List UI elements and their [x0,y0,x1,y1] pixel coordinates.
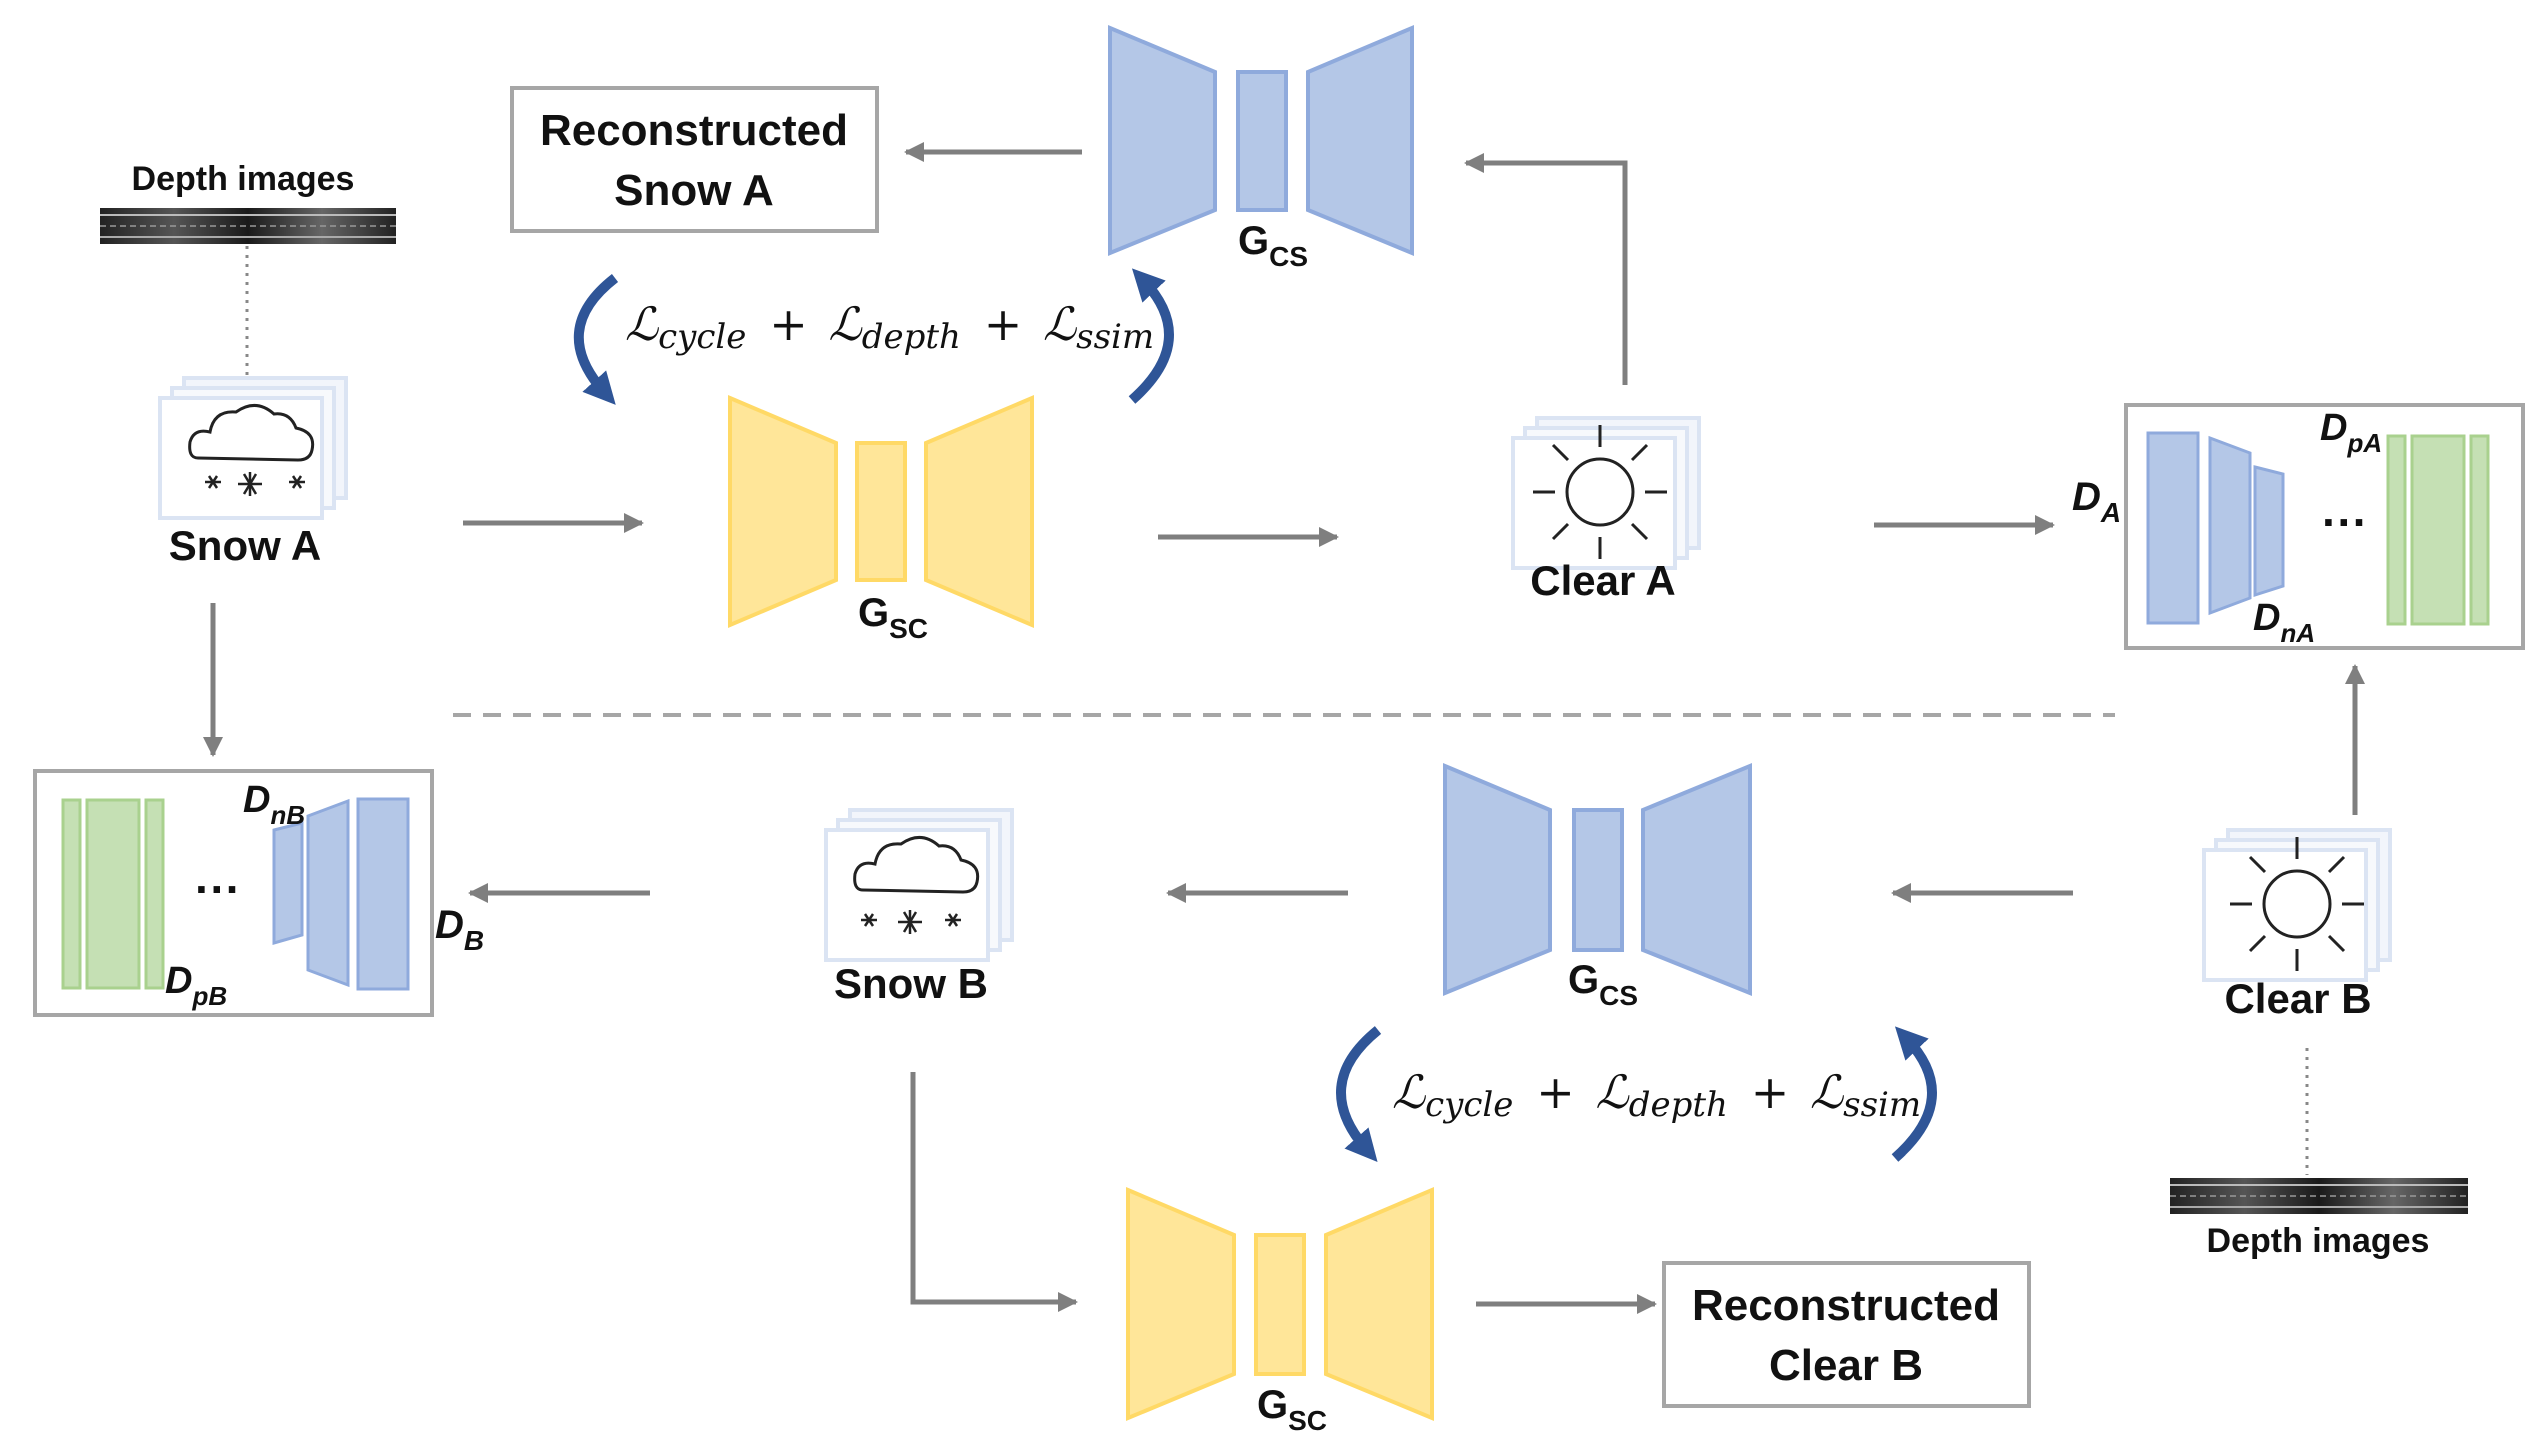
loss-top: ℒcycle + ℒdepth + ℒssim [573,268,1174,405]
arrow-snow-b-to-gsc [910,1072,1078,1312]
dnb-label: DnB [243,779,305,830]
reconstructed-clear-b-line1: Reconstructed [1692,1281,2000,1330]
discriminator-b-box: ··· DnB DpB [33,769,434,1017]
dpa-label: DpA [2320,407,2382,458]
snow-cloud-icon [188,404,315,496]
loss-bottom-formula: ℒcycle + ℒdepth + ℒssim [1392,1065,1921,1126]
gcs-bottom-label: GCS [1568,958,1638,1011]
depth-images-label-top: Depth images [132,160,355,198]
loss-bottom: ℒcycle + ℒdepth + ℒssim [1336,1026,1937,1163]
curved-arrow-right-top [1128,268,1174,404]
sun-icon [1533,425,1667,559]
reconstructed-snow-a-line1: Reconstructed [540,106,848,155]
dna-label: DnA [2253,597,2315,648]
snow-cloud-icon [853,836,980,934]
snow-b-stack: Snow B [824,808,1014,1007]
reconstructed-clear-b-line2: Clear B [1769,1341,1923,1390]
generator-gsc-bottom: GSC [1126,1186,1434,1436]
gcs-top-label: GCS [1238,219,1308,272]
reconstructed-snow-a-line2: Snow A [614,166,774,215]
curved-arrow-left-bottom [1336,1026,1382,1163]
generator-gcs-top: GCS [1108,24,1414,272]
da-dots: ··· [2322,496,2368,548]
clear-a-stack: Clear A [1511,416,1701,604]
generator-gsc-top: GSC [728,394,1034,644]
reconstructed-clear-b-box: Reconstructed Clear B [1662,1261,2031,1408]
da-label: DA [2072,475,2121,528]
snow-a-stack: Snow A [158,376,348,569]
depth-images-top: Depth images [100,160,396,375]
curved-arrow-left-top [573,274,619,405]
snow-a-label: Snow A [169,522,321,569]
gsc-top-label: GSC [858,591,928,644]
clear-b-label: Clear B [2224,975,2371,1022]
loss-top-formula: ℒcycle + ℒdepth + ℒssim [625,297,1154,358]
arrow-clear-a-to-gcs [1464,153,1628,385]
snow-b-label: Snow B [834,960,988,1007]
clear-b-stack: Clear B [2202,828,2392,1022]
gsc-bottom-label: GSC [1257,1383,1327,1436]
depth-images-bottom: Depth images [2170,1048,2468,1260]
sun-icon [2230,837,2364,971]
clear-a-label: Clear A [1530,557,1676,604]
curved-arrow-right-bottom [1891,1026,1937,1162]
dpb-label: DpB [165,960,227,1011]
generator-gcs-bottom: GCS [1443,762,1752,1011]
db-dots: ··· [195,863,241,915]
reconstructed-snow-a-box: Reconstructed Snow A [510,86,879,233]
db-label: DB [435,903,484,956]
discriminator-a-box: ··· DpA DnA [2124,403,2525,650]
depth-images-label-bottom: Depth images [2207,1222,2430,1260]
